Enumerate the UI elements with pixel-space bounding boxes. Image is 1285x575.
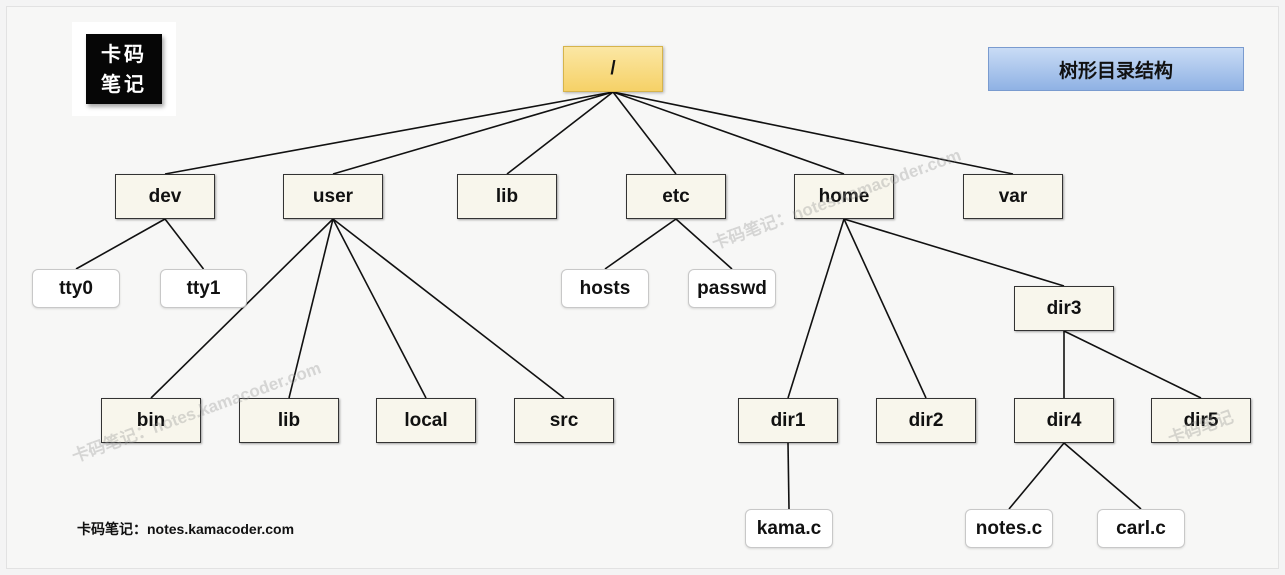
node-kama-c: kama.c	[745, 509, 833, 548]
edge-root-dev	[164, 91, 614, 175]
edge-root-etc	[612, 91, 677, 175]
edge-root-lib	[506, 91, 614, 175]
node-home: home	[794, 174, 894, 219]
logo: 卡码 笔记	[72, 22, 176, 116]
diagram-title: 树形目录结构	[988, 47, 1244, 91]
edge-dir3-dir5	[1063, 330, 1202, 399]
node-passwd: passwd	[688, 269, 776, 308]
node-dir2: dir2	[876, 398, 976, 443]
edge-home-dir1	[787, 218, 845, 399]
node-user-lib: lib	[239, 398, 339, 443]
edge-user-src	[332, 218, 565, 399]
node-hosts: hosts	[561, 269, 649, 308]
edge-root-user	[332, 91, 614, 175]
node-carl-c: carl.c	[1097, 509, 1185, 548]
logo-mark: 卡码 笔记	[86, 34, 162, 104]
edge-dev-tty1	[164, 218, 205, 270]
edge-dev-tty0	[75, 218, 166, 270]
edge-dir4-carl	[1063, 442, 1142, 510]
edge-user-ulib	[288, 218, 334, 399]
node-dev: dev	[115, 174, 215, 219]
edge-home-dir2	[843, 218, 927, 399]
logo-line-2: 笔记	[101, 72, 147, 96]
node-dir5: dir5	[1151, 398, 1251, 443]
node-tty1: tty1	[160, 269, 247, 308]
node-user: user	[283, 174, 383, 219]
node-src: src	[514, 398, 614, 443]
logo-line-1: 卡码	[101, 42, 147, 66]
node-dir1: dir1	[738, 398, 838, 443]
footer-credit: 卡码笔记：notes.kamacoder.com	[77, 521, 295, 537]
node-tty0: tty0	[32, 269, 120, 308]
edge-root-home	[612, 91, 845, 175]
node-lib: lib	[457, 174, 557, 219]
edge-dir4-notes	[1008, 442, 1065, 510]
edge-root-var	[612, 91, 1014, 175]
edge-user-local	[332, 218, 427, 399]
edge-etc-passwd	[675, 218, 733, 270]
node-etc: etc	[626, 174, 726, 219]
edge-home-dir3	[843, 218, 1065, 287]
node-dir3: dir3	[1014, 286, 1114, 331]
edge-dir1-kama	[787, 442, 790, 510]
node-local: local	[376, 398, 476, 443]
node-bin: bin	[101, 398, 201, 443]
edge-etc-hosts	[604, 218, 677, 270]
node-notes-c: notes.c	[965, 509, 1053, 548]
edge-user-bin	[150, 218, 334, 399]
node-dir4: dir4	[1014, 398, 1114, 443]
node-root: /	[563, 46, 663, 92]
node-var: var	[963, 174, 1063, 219]
